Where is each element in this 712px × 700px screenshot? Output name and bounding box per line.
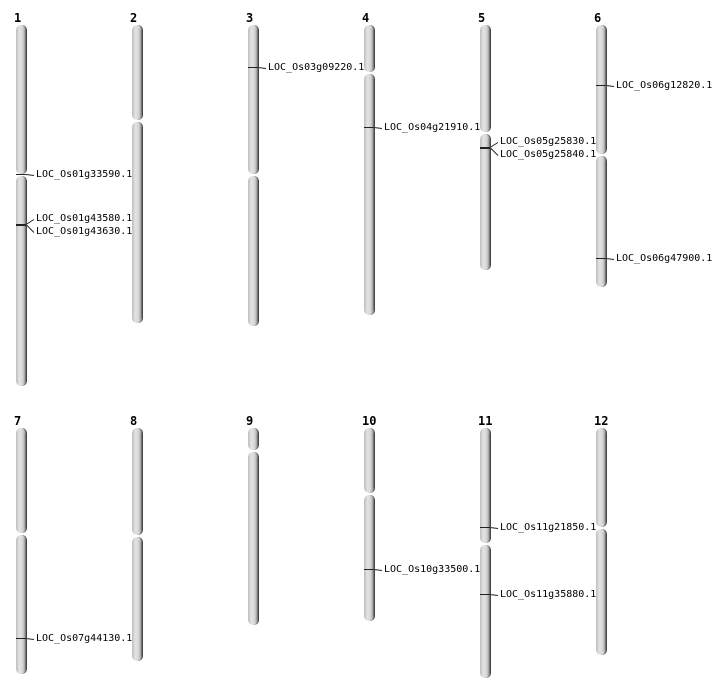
chromosome-label: 1: [14, 11, 22, 25]
chromosome-arm-q: [364, 495, 374, 621]
chromosome-label: 12: [594, 414, 609, 428]
chromosome-arm-p: [132, 428, 142, 535]
chromosome-label: 10: [362, 414, 377, 428]
chromosome-arm-p: [16, 25, 26, 174]
marker-label: LOC_Os11g21850.1: [500, 522, 597, 533]
marker-tick: [16, 224, 26, 226]
marker-connector: [373, 127, 383, 129]
marker-connector: [605, 85, 615, 87]
marker-label: LOC_Os05g25840.1: [500, 149, 597, 160]
marker-tick: [16, 638, 26, 639]
chromosome-arm-q: [16, 535, 26, 674]
marker-tick: [16, 174, 26, 175]
marker-tick: [480, 594, 490, 595]
marker-connector: [25, 224, 35, 233]
marker-connector: [489, 594, 499, 596]
marker-tick: [596, 258, 606, 259]
chromosome-arm-q: [132, 122, 142, 323]
marker-label: LOC_Os06g12820.1: [616, 80, 712, 91]
chromosome-arm-p: [596, 25, 606, 154]
chromosome-label: 6: [594, 11, 602, 25]
chromosome-label: 9: [246, 414, 254, 428]
chromosome-arm-p: [596, 428, 606, 527]
marker-connector: [489, 142, 499, 148]
marker-tick: [480, 527, 490, 528]
marker-tick: [480, 147, 490, 149]
chromosome-arm-p: [364, 25, 374, 72]
marker-connector: [25, 638, 35, 640]
chromosome-arm-q: [248, 452, 258, 625]
chromosome-arm-q: [480, 545, 490, 678]
chromosome-arm-q: [480, 134, 490, 270]
chromosome-label: 2: [130, 11, 138, 25]
marker-label: LOC_Os01g43630.1: [36, 226, 133, 237]
chromosome-arm-p: [132, 25, 142, 120]
chromosome-label: 3: [246, 11, 254, 25]
marker-label: LOC_Os01g43580.1: [36, 213, 133, 224]
marker-connector: [257, 67, 267, 69]
marker-connector: [605, 258, 615, 260]
chromosome-arm-p: [248, 428, 258, 450]
chromosome-arm-p: [480, 428, 490, 543]
chromosome-arm-q: [248, 176, 258, 326]
marker-label: LOC_Os05g25830.1: [500, 136, 597, 147]
chromosome-arm-q: [16, 176, 26, 386]
marker-tick: [364, 569, 374, 570]
marker-label: LOC_Os11g35880.1: [500, 589, 597, 600]
marker-label: LOC_Os01g33590.1: [36, 169, 133, 180]
marker-tick: [596, 85, 606, 86]
marker-connector: [373, 569, 383, 571]
chromosome-arm-q: [596, 156, 606, 287]
marker-tick: [248, 67, 258, 68]
marker-tick: [364, 127, 374, 128]
marker-label: LOC_Os10g33500.1: [384, 564, 481, 575]
marker-label: LOC_Os07g44130.1: [36, 633, 133, 644]
marker-label: LOC_Os06g47900.1: [616, 253, 712, 264]
chromosome-arm-q: [364, 74, 374, 315]
marker-connector: [489, 147, 499, 156]
chromosome-arm-p: [248, 25, 258, 174]
marker-connector: [25, 219, 35, 225]
chromosome-label: 4: [362, 11, 370, 25]
chromosome-label: 11: [478, 414, 493, 428]
chromosome-label: 7: [14, 414, 22, 428]
chromosome-arm-p: [364, 428, 374, 493]
chromosome-label: 8: [130, 414, 138, 428]
chromosome-arm-q: [132, 537, 142, 661]
marker-label: LOC_Os03g09220.1: [268, 62, 365, 73]
chromosome-label: 5: [478, 11, 486, 25]
marker-label: LOC_Os04g21910.1: [384, 122, 481, 133]
chromosome-arm-p: [480, 25, 490, 132]
chromosome-arm-p: [16, 428, 26, 533]
marker-connector: [25, 174, 35, 176]
chromosome-arm-q: [596, 529, 606, 655]
marker-connector: [489, 527, 499, 529]
